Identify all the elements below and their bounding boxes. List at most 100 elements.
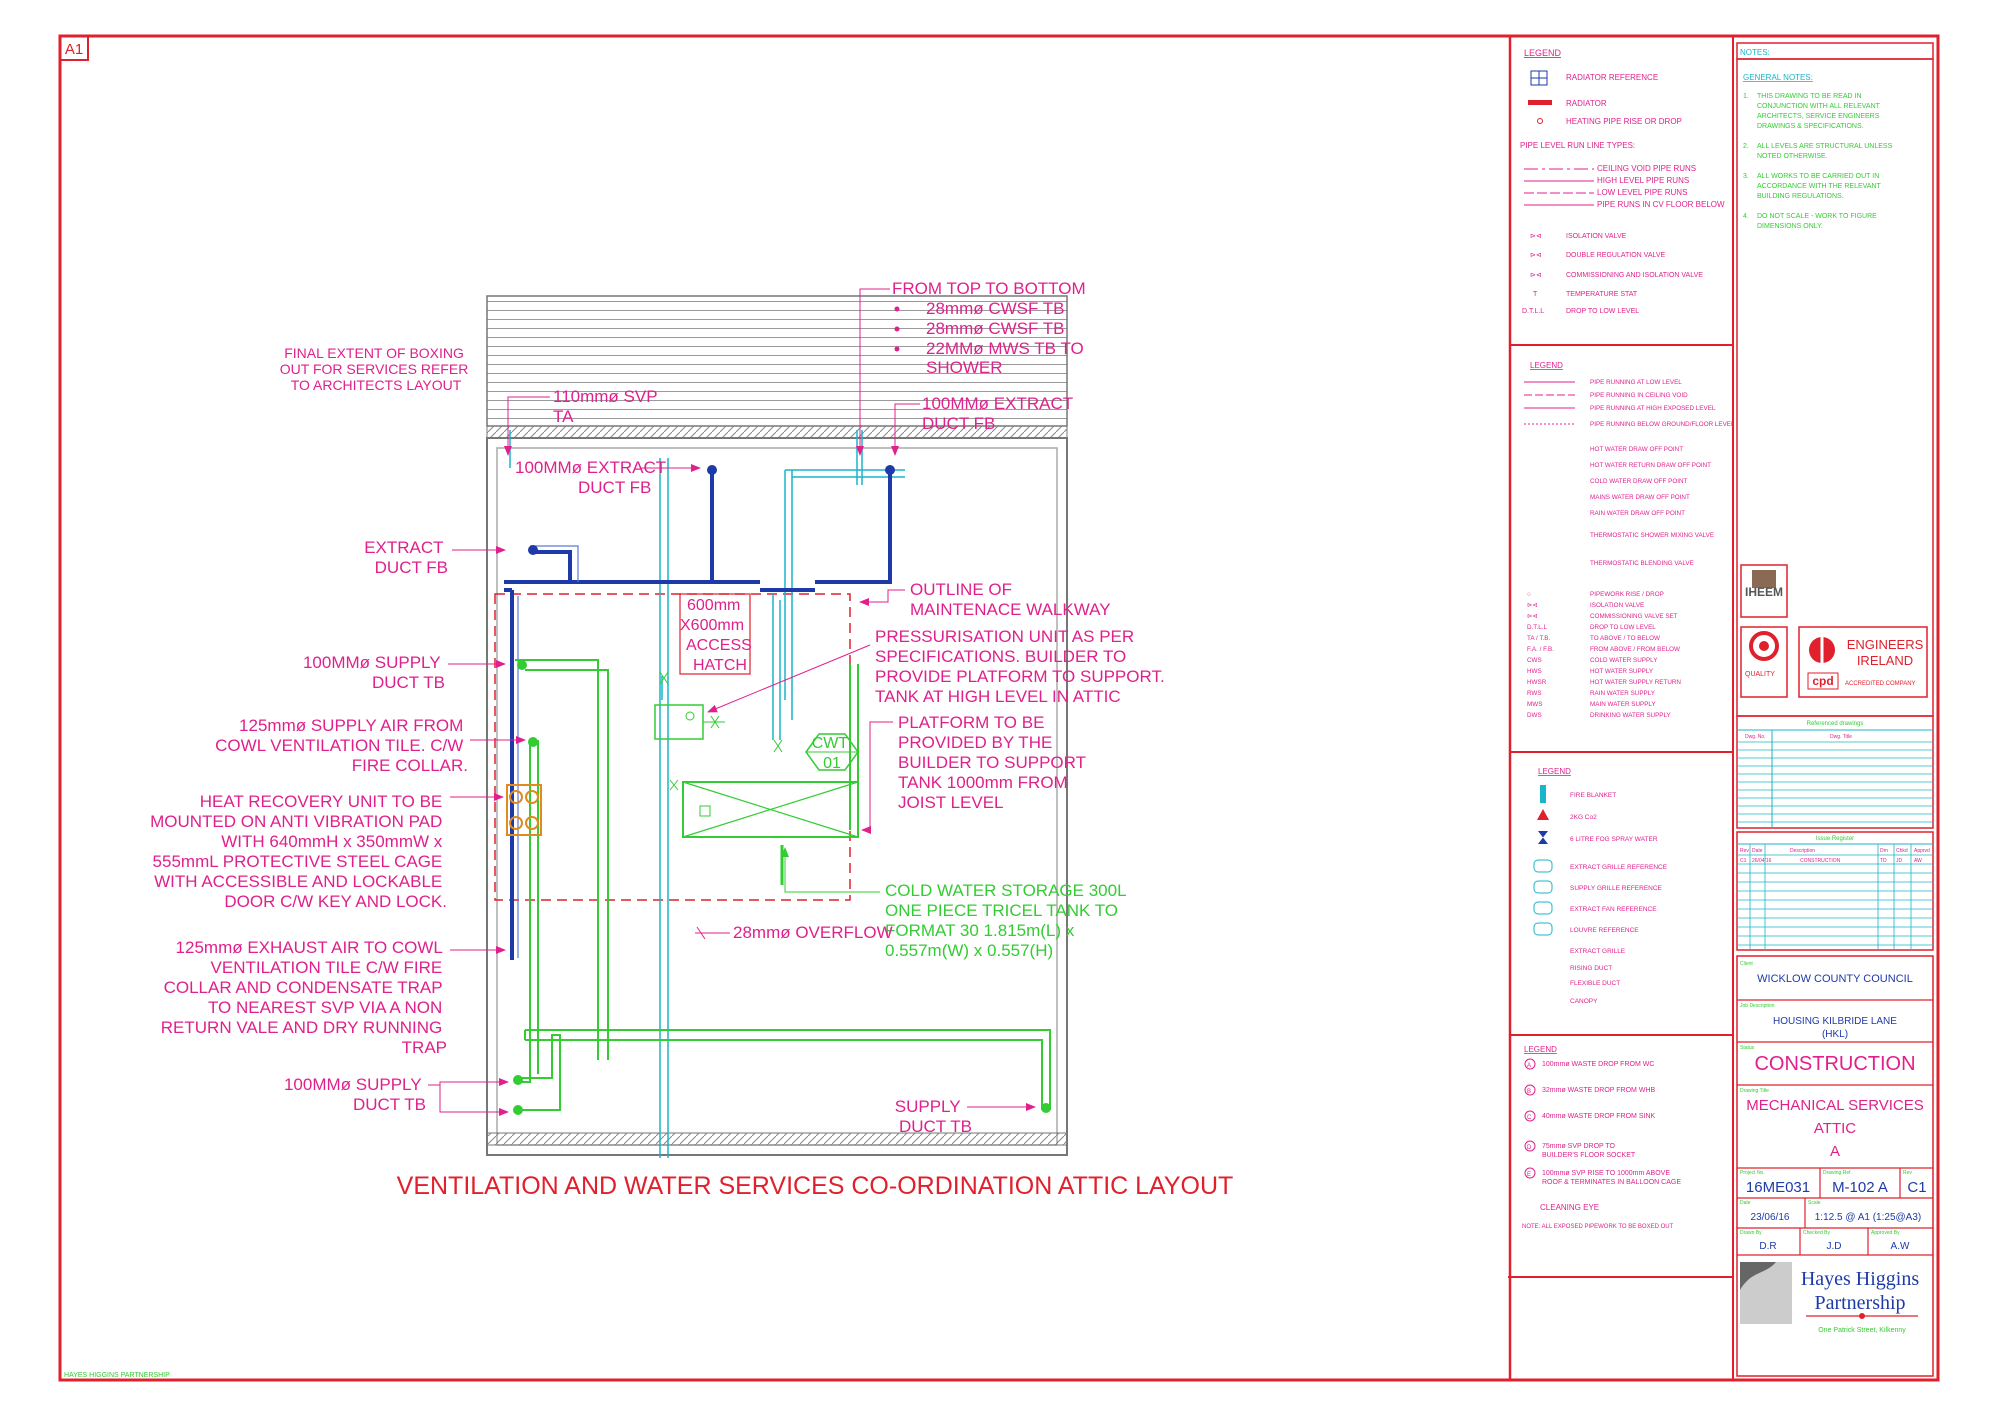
svg-text:CONSTRUCTION: CONSTRUCTION	[1754, 1053, 1915, 1075]
note-line: DO NOT SCALE - WORK TO FIGURE	[1757, 213, 1877, 220]
legend2-symbol: ⊳⊲	[1527, 613, 1538, 620]
firm-name: Hayes Higgins	[1801, 1268, 1920, 1290]
revision-cell: TD	[1880, 858, 1887, 864]
size-tag: A1	[65, 41, 83, 58]
svg-text:1:12.5 @ A1 (1:25@A3): 1:12.5 @ A1 (1:25@A3)	[1815, 1212, 1921, 1223]
hatch-label: 600mm X600mm ACCESS HATCH	[680, 597, 756, 674]
pressurisation-label: PRESSURISATION UNIT AS PER SPECIFICATION…	[875, 627, 1169, 706]
legend2-item: HOT WATER SUPPLY RETURN	[1590, 679, 1681, 686]
legend2-symbol: CWS	[1527, 657, 1542, 664]
legend4-symbol: C	[1527, 1115, 1532, 1121]
legend4-symbol: A	[1527, 1063, 1531, 1069]
legend2-item: THERMOSTATIC BLENDING VALVE	[1590, 560, 1694, 567]
revision-header: Apprvd	[1914, 848, 1930, 854]
legend4-item: 75mmø SVP DROP TO	[1542, 1143, 1616, 1150]
svg-text:NOTE: ALL EXPOSED PIPEWORK TO: NOTE: ALL EXPOSED PIPEWORK TO BE BOXED O…	[1522, 1224, 1674, 1230]
svg-text:RADIATOR REFERENCE RADIA: RADIATOR REFERENCE RADIATOR HEATING PIPE…	[1566, 73, 1682, 126]
roof-area	[486, 295, 1068, 427]
sheet-border	[58, 34, 1940, 1382]
svg-text:J.D: J.D	[1827, 1241, 1842, 1252]
note-line: BUILDING REGULATIONS.	[1757, 193, 1844, 200]
legend2-item: COLD WATER DRAW OFF POINT	[1590, 478, 1688, 485]
legend2-item: HOT WATER RETURN DRAW OFF POINT	[1590, 462, 1711, 469]
note-line: NOTED OTHERWISE.	[1757, 153, 1828, 160]
legend2-item: DRINKING WATER SUPPLY	[1590, 712, 1672, 719]
svg-text:CLEANING EYE: CLEANING EYE	[1540, 1203, 1599, 1212]
svg-text:MECHANICAL SERVICES: MECHANICAL SERVICES	[1746, 1097, 1924, 1114]
cold-water-tank	[682, 781, 859, 838]
top-pipes-label: FROM TOP TO BOTTOM 28mmø CWSF TB 28mmø C…	[892, 279, 1090, 377]
legend4-symbol: D	[1527, 1145, 1532, 1151]
supply-bottom-left-label: 100MMø SUPPLY DUCT TB	[284, 1075, 426, 1114]
revision-cell: CONSTRUCTION	[1800, 858, 1841, 864]
boxing-note: FINAL EXTENT OF BOXING OUT FOR SERVICES …	[280, 345, 472, 393]
legend2-item: MAIN WATER SUPPLY	[1590, 701, 1656, 708]
svg-text:ENGINEERS: ENGINEERS	[1847, 637, 1924, 652]
legend2-item: PIPE RUNNING AT LOW LEVEL	[1590, 379, 1682, 386]
legend4-item: 100mmø WASTE DROP FROM WC	[1542, 1061, 1654, 1068]
legend3-item: EXTRACT GRILLE REFERENCE	[1570, 864, 1668, 871]
legend-1: LEGEND RADIATOR REFERENCE RADIATOR HEATI…	[1520, 48, 1725, 315]
legend3-item: LOUVRE REFERENCE	[1570, 927, 1639, 934]
supply-bottom-right-label: SUPPLY DUCT TB	[895, 1097, 972, 1136]
quality-logo	[1740, 626, 1788, 698]
legend2-symbol: ⊳⊲	[1527, 602, 1538, 609]
revision-header: Chkd	[1896, 848, 1908, 854]
legend3-item: 2KG Co2	[1570, 814, 1597, 821]
legend2-item: PIPE RUNNING IN CEILING VOID	[1590, 392, 1688, 399]
legend2-item: RAIN WATER SUPPLY	[1590, 690, 1656, 697]
extract-ducts	[504, 468, 892, 960]
legend2-item: COMMISSIONING VALVE SET	[1590, 613, 1678, 620]
note-number: 2.	[1743, 143, 1749, 150]
legend4-item: BUILDER'S FLOOR SOCKET	[1542, 1152, 1636, 1159]
legend2-symbol: HWS	[1527, 668, 1542, 675]
note-line: CONJUNCTION WITH ALL RELEVANT	[1757, 103, 1881, 110]
legend2-item: PIPEWORK RISE / DROP	[1590, 591, 1664, 598]
legend4-item: ROOF & TERMINATES IN BALLOON CAGE	[1542, 1179, 1681, 1186]
svg-text:LEGEND: LEGEND	[1524, 1045, 1557, 1054]
note-line: ALL LEVELS ARE STRUCTURAL UNLESS	[1757, 143, 1893, 150]
legend2-item: HOT WATER SUPPLY	[1590, 668, 1654, 675]
tank-cross	[682, 781, 859, 838]
note-line: ACCORDANCE WITH THE RELEVANT	[1757, 183, 1882, 190]
note-line: ARCHITECTS, SERVICE ENGINEERS	[1757, 113, 1880, 120]
svg-text:Dwg. No.: Dwg. No.	[1745, 734, 1766, 740]
note-line: DIMENSIONS ONLY.	[1757, 223, 1823, 230]
revision-cell: JD	[1896, 858, 1903, 864]
svg-text:WICKLOW COUNTY COUNCIL: WICKLOW COUNTY COUNCIL	[1757, 973, 1913, 985]
title-block: Client Job Description Status Drawing Ti…	[1737, 961, 1933, 1334]
svg-text:⊳⊲ ⊳⊲ ⊳⊲ T: ⊳⊲ ⊳⊲ ⊳⊲ T D.T.L.L	[1522, 233, 1544, 315]
heat-recovery-unit	[506, 784, 542, 836]
size-tag-box	[59, 35, 89, 61]
revision-header: Rev	[1740, 848, 1749, 854]
revision-cell: 26/04/16	[1752, 858, 1772, 864]
svg-text:QUALITY: QUALITY	[1745, 671, 1775, 678]
revision-cell: AW	[1914, 858, 1922, 864]
legend3-item: FIRE BLANKET	[1570, 792, 1616, 799]
exhaust-label: 125mmø EXHAUST AIR TO COWL VENTILATION T…	[161, 938, 447, 1057]
legend2-symbol: F.A. / F.B.	[1527, 646, 1554, 653]
svg-text:PIPE LEVEL RUN LINE TYPES:: PIPE LEVEL RUN LINE TYPES:	[1520, 141, 1635, 150]
legend3-item: EXTRACT GRILLE	[1570, 948, 1626, 955]
svg-text:Partnership: Partnership	[1814, 1292, 1905, 1314]
svg-text:One Patrick Street, Kilkenny: One Patrick Street, Kilkenny	[1818, 1327, 1906, 1334]
supply-air-label: 125mmø SUPPLY AIR FROM COWL VENTILATION …	[215, 716, 468, 775]
note-number: 1.	[1743, 93, 1749, 100]
legend2-symbol: HWSR	[1527, 679, 1547, 686]
svg-text:M-102 A: M-102 A	[1832, 1179, 1888, 1196]
pressurisation-valve	[703, 715, 725, 729]
svg-text:23/06/16: 23/06/16	[1751, 1212, 1790, 1223]
walkway-label: OUTLINE OF MAINTENACE WALKWAY	[910, 580, 1111, 619]
svg-text:D.R: D.R	[1759, 1241, 1776, 1252]
hru-label: HEAT RECOVERY UNIT TO BE MOUNTED ON ANTI…	[150, 792, 447, 911]
revision-header: Drn	[1880, 848, 1888, 854]
legend2-item: PIPE RUNNING BELOW GROUND/FLOOR LEVEL	[1590, 421, 1735, 428]
legend4-item: 40mmø WASTE DROP FROM SINK	[1542, 1113, 1656, 1120]
svg-text:Dwg. Title: Dwg. Title	[1830, 734, 1852, 740]
overflow-label: 28mmø OVERFLOW	[733, 923, 893, 942]
